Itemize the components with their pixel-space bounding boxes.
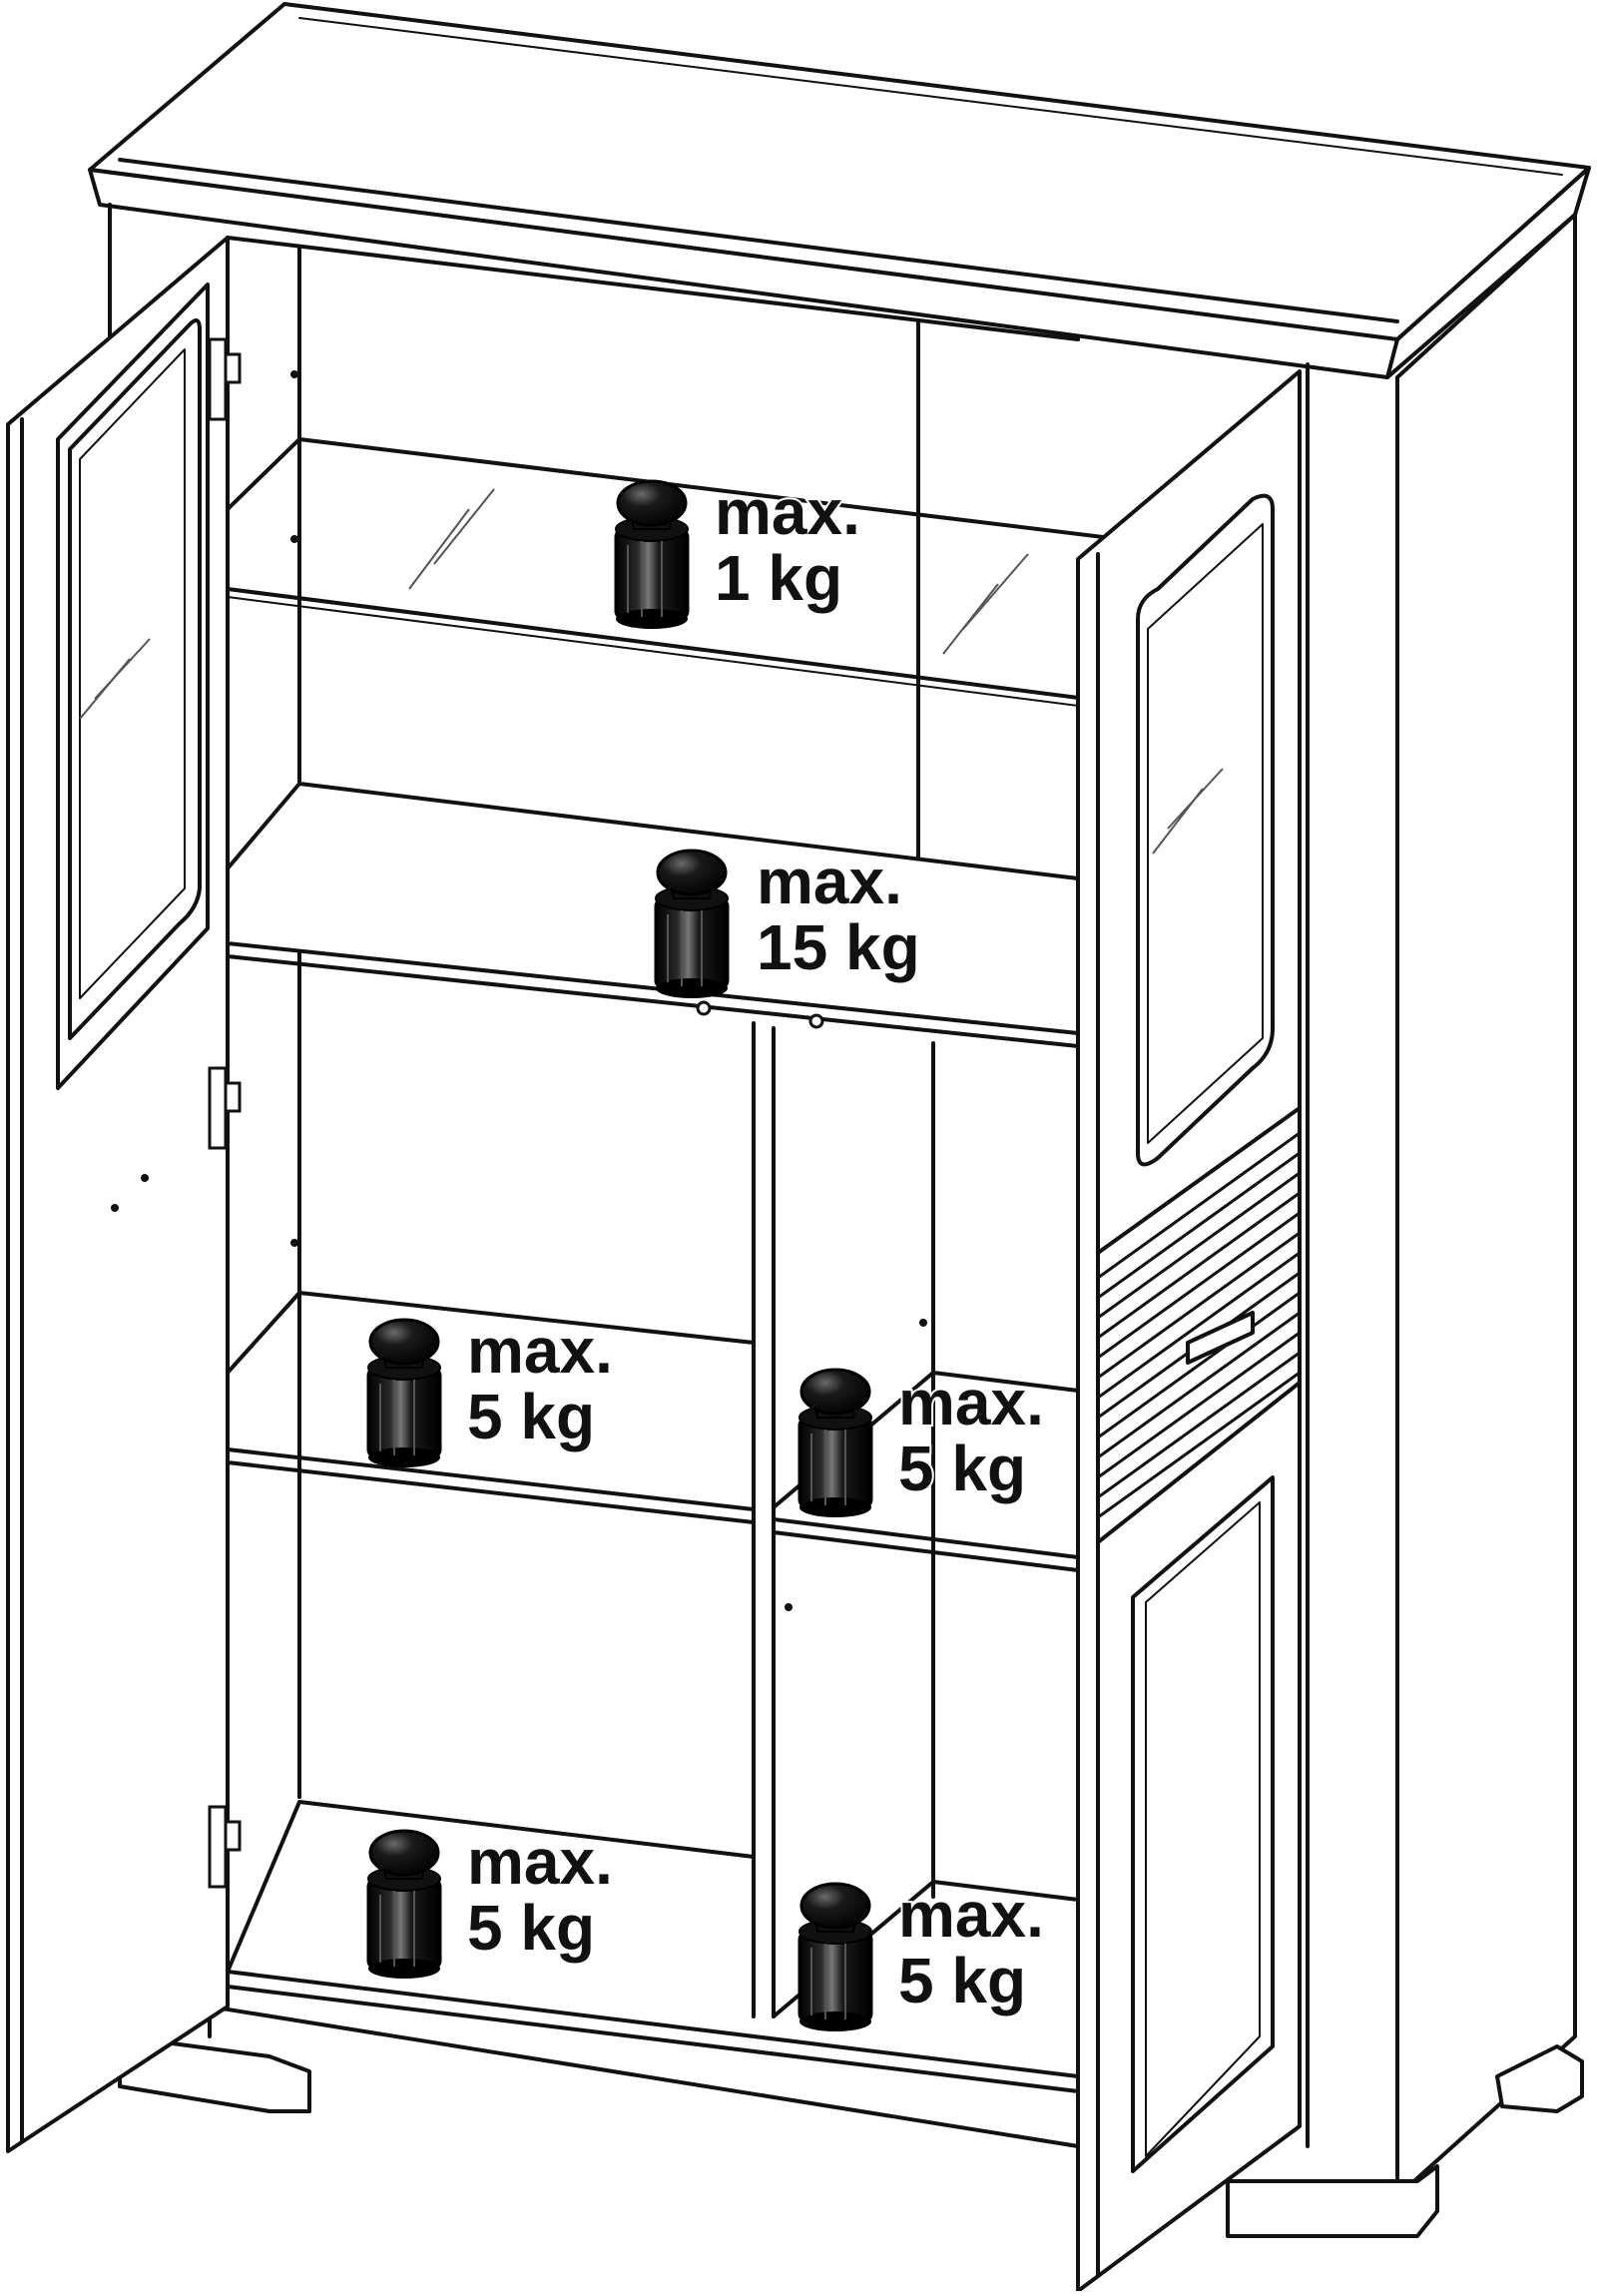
load-value: 15 kg — [755, 911, 922, 983]
shelf-pin-holes — [111, 370, 927, 1611]
weight-icon — [366, 1829, 442, 1981]
max-text: max. — [713, 476, 862, 548]
load-value: 5 kg — [465, 1892, 597, 1964]
load-value: 5 kg — [465, 1381, 597, 1452]
max-text: max. — [465, 1826, 615, 1898]
max-text: max. — [896, 1367, 1046, 1438]
load-label-left-bottom: max. 5 kg — [465, 1826, 615, 1964]
weight-icon — [614, 479, 690, 631]
weight-icon — [798, 1882, 873, 2033]
max-text: max. — [896, 1879, 1046, 1951]
load-label-right-bottom: max. 5 kg — [896, 1879, 1046, 2016]
load-label-top-glass-shelf: max. 1 kg — [713, 476, 862, 614]
load-label-left-upper-shelf: max. 5 kg — [465, 1315, 615, 1452]
max-text: max. — [755, 846, 904, 917]
load-label-right-upper-shelf: max. 5 kg — [896, 1367, 1046, 1504]
max-text: max. — [465, 1315, 615, 1387]
hinge-icon — [208, 337, 242, 1889]
weight-icon — [654, 849, 730, 1000]
load-value: 5 kg — [896, 1433, 1028, 1504]
glass-glint-icon — [79, 488, 1224, 855]
load-label-middle-shelf: max. 15 kg — [755, 846, 922, 983]
cabinet-lines — [6, 2, 1591, 2293]
weight-icon — [366, 1318, 442, 1469]
load-value: 5 kg — [896, 1945, 1028, 2016]
weight-icon — [798, 1368, 873, 1519]
load-value: 1 kg — [713, 542, 844, 614]
